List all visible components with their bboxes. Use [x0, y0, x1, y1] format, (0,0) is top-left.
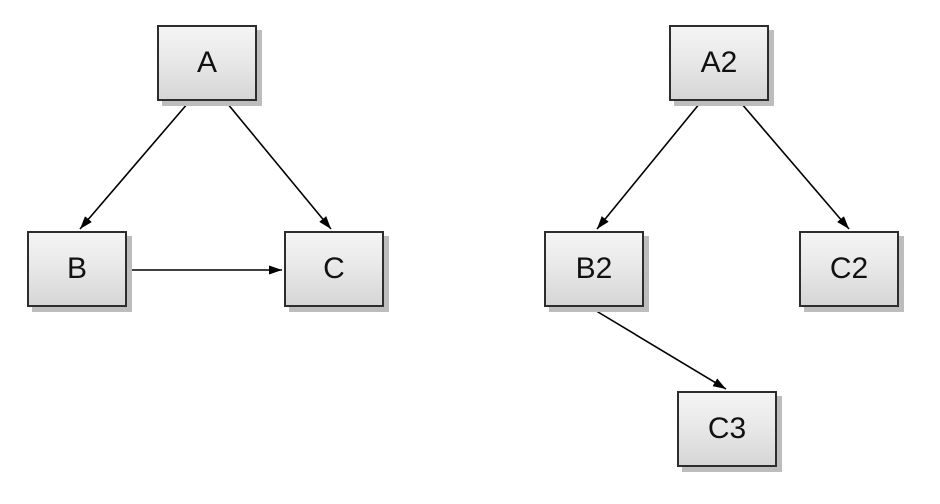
node-A[interactable]: A [157, 25, 257, 101]
node-A2-label: A2 [700, 46, 738, 79]
node-C2[interactable]: C2 [799, 231, 899, 307]
node-C3[interactable]: C3 [677, 391, 777, 467]
node-B2-label: B2 [575, 252, 613, 285]
node-B[interactable]: B [27, 231, 127, 307]
edge-A-C[interactable] [226, 102, 332, 230]
node-C3-label: C3 [707, 412, 747, 445]
node-B2[interactable]: B2 [544, 231, 644, 307]
node-A-label: A [196, 46, 217, 79]
node-B-label: B [66, 252, 87, 285]
node-C2-label: C2 [829, 252, 869, 285]
node-A2[interactable]: A2 [669, 25, 769, 101]
node-C-label: C [323, 252, 345, 285]
node-C[interactable]: C [284, 231, 384, 307]
edge-B2-C3[interactable] [592, 308, 727, 390]
edge-A2-C2[interactable] [740, 102, 850, 230]
edge-A-B[interactable] [79, 102, 189, 230]
edge-A2-B2[interactable] [596, 102, 701, 230]
